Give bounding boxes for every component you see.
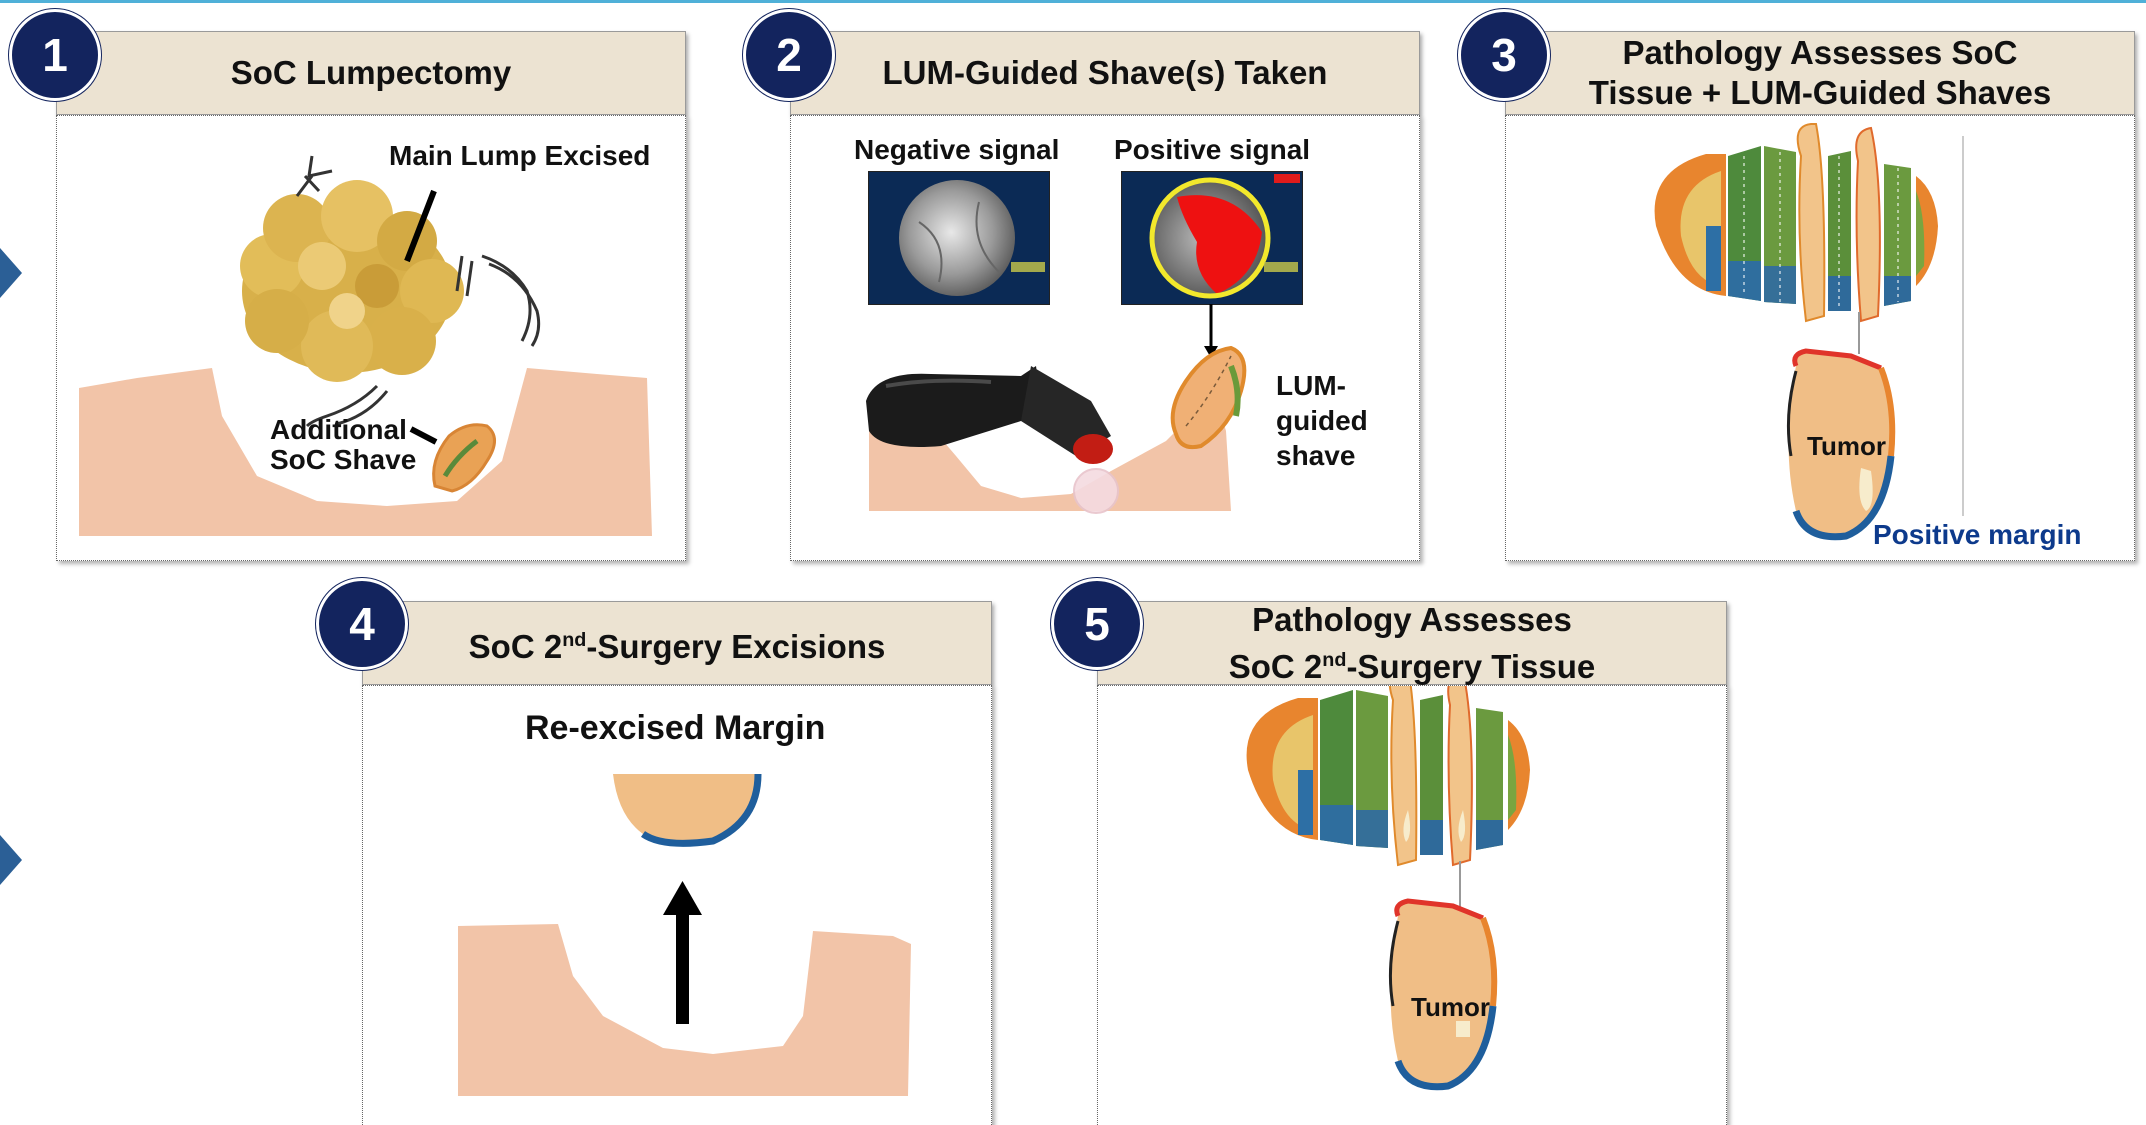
additional-shave-pointer bbox=[411, 429, 436, 442]
pathology-sliced-specimen bbox=[1506, 116, 2135, 561]
step-5-illustration: Tumor bbox=[1097, 685, 1727, 1125]
lum-guided-shave-label-line3: shave bbox=[1276, 440, 1355, 472]
up-arrow bbox=[676, 896, 689, 1024]
step-2-header: LUM-Guided Shave(s) Taken bbox=[790, 31, 1420, 115]
lum-guided-shave-label-line1: LUM- bbox=[1276, 370, 1346, 402]
step-4-badge: 4 bbox=[316, 578, 408, 670]
main-lump-label: Main Lump Excised bbox=[389, 140, 650, 172]
step-2-illustration: Negative signal Positive signal bbox=[790, 115, 1420, 561]
reexcision-illustration bbox=[363, 686, 992, 1125]
specimen-slices bbox=[1247, 685, 1530, 865]
step-3-badge: 3 bbox=[1458, 9, 1550, 101]
step-5-title-line1: Pathology Assesses bbox=[1252, 600, 1572, 640]
step-2-title: LUM-Guided Shave(s) Taken bbox=[883, 52, 1328, 94]
step-4-title: SoC 2nd-Surgery Excisions bbox=[469, 619, 886, 668]
chevron-right-icon bbox=[0, 835, 22, 885]
step-5-header: Pathology Assesses SoC 2nd-Surgery Tissu… bbox=[1097, 601, 1727, 685]
main-lump-specimen bbox=[240, 180, 464, 382]
reexcised-margin-specimen bbox=[613, 774, 758, 843]
step-5-badge: 5 bbox=[1051, 578, 1143, 670]
positive-margin-label: Positive margin bbox=[1873, 519, 2082, 551]
step-1-header: SoC Lumpectomy bbox=[56, 31, 686, 115]
chevron-right-icon bbox=[0, 248, 22, 298]
step-3-title-line2: Tissue + LUM-Guided Shaves bbox=[1589, 73, 2051, 113]
step-3-header: Pathology Assesses SoC Tissue + LUM-Guid… bbox=[1505, 31, 2135, 115]
step-4-illustration: Re-excised Margin bbox=[362, 685, 992, 1125]
step-1-title: SoC Lumpectomy bbox=[231, 52, 512, 94]
lum-guided-shave-label-line2: guided bbox=[1276, 405, 1368, 437]
lumpectomy-cavity-illustration bbox=[57, 116, 686, 561]
additional-shave-label-line1: Additional bbox=[270, 414, 407, 446]
tumor-label: Tumor bbox=[1411, 991, 1490, 1023]
specimen-slices bbox=[1655, 124, 1938, 321]
step-3-illustration: Tumor Positive margin bbox=[1505, 115, 2135, 561]
top-accent-line bbox=[0, 0, 2146, 3]
step-4-header: SoC 2nd-Surgery Excisions bbox=[362, 601, 992, 685]
lum-guided-shave-illustration bbox=[791, 116, 1420, 561]
step-2-badge: 2 bbox=[743, 9, 835, 101]
lum-guided-shave-specimen bbox=[1173, 348, 1245, 447]
step-5-title-line2: SoC 2nd-Surgery Tissue bbox=[1229, 640, 1596, 687]
step-1-badge: 1 bbox=[9, 9, 101, 101]
step-3-title-line1: Pathology Assesses SoC bbox=[1623, 33, 2018, 73]
additional-shave-label-line2: SoC Shave bbox=[270, 444, 416, 476]
step-1-illustration: Main Lump Excised Additional SoC Shave bbox=[56, 115, 686, 561]
pathology-second-surgery-specimen bbox=[1098, 686, 1727, 1125]
tumor-label: Tumor bbox=[1807, 430, 1886, 462]
